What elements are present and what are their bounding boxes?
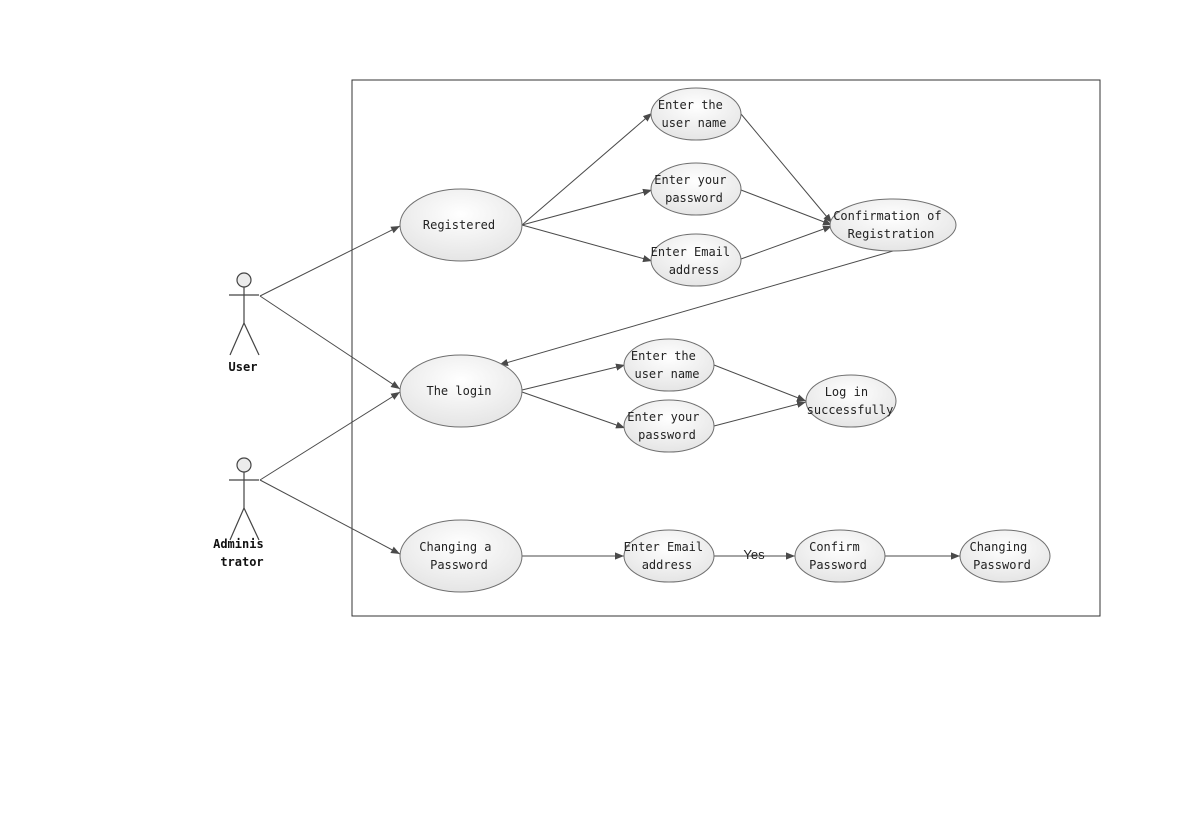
edge-login-username-to-success [713, 364, 807, 402]
edge-login-password-to-success [713, 400, 807, 427]
use-case-login-success-line-1: Log in [825, 385, 868, 399]
use-case-confirm-password-line-2: Password [809, 558, 867, 572]
use-case-login-enter-password-line-1: Enter your [627, 410, 699, 424]
use-case-confirmation-registration-line-2: Registration [848, 227, 935, 241]
use-case-confirm-password-shape [794, 529, 886, 583]
use-case-reg-enter-password[interactable]: Enter your password [650, 162, 742, 216]
use-case-confirmation-registration-shape [829, 198, 957, 252]
edge-registered-to-enter-username [521, 112, 653, 226]
edge-label-yes: Yes [743, 547, 765, 562]
use-case-confirmation-registration-label: Confirmation of Registration [833, 209, 949, 241]
actor-administrator-label-line-1: Adminis [213, 537, 264, 551]
use-case-reg-enter-username[interactable]: Enter the user name [650, 87, 742, 141]
use-case-reg-enter-email-line-2: address [669, 263, 720, 277]
actor-administrator-right-leg [243, 507, 260, 541]
use-case-reg-enter-email-label: Enter Email address [651, 245, 738, 277]
use-case-reg-enter-username-line-1: Enter the [658, 98, 723, 112]
use-case-login-enter-password-shape [623, 399, 715, 453]
use-case-login-enter-username[interactable]: Enter the user name [623, 338, 715, 392]
use-case-login-success-label: Log in successfully [807, 385, 894, 417]
use-case-reg-enter-username-line-2: user name [661, 116, 726, 130]
use-case-changing-password[interactable]: Changing a Password [399, 519, 523, 593]
use-case-changing-password-final-shape [959, 529, 1051, 583]
use-case-confirm-password-line-1: Confirm [809, 540, 860, 554]
use-case-login-enter-username-label: Enter the user name [631, 349, 703, 381]
use-case-reg-enter-username-label: Enter the user name [658, 98, 730, 130]
use-case-changing-password-final-line-2: Password [973, 558, 1031, 572]
use-case-login-enter-username-shape [623, 338, 715, 392]
use-case-reg-enter-password-label: Enter your password [654, 173, 733, 205]
use-case-cp-enter-email-shape [623, 529, 715, 583]
use-case-changing-password-line-2: Password [430, 558, 488, 572]
edge-admin-to-changing-password [259, 479, 401, 555]
use-case-registered-label: Registered [423, 218, 495, 232]
use-case-login-enter-password-label: Enter your password [627, 410, 706, 442]
use-case-cp-enter-email-label: Enter Email address [624, 540, 711, 572]
use-case-changing-password-line-1: Changing a [419, 540, 491, 554]
edge-user-to-login [259, 295, 401, 390]
edge-confirmation-to-login [498, 250, 894, 366]
actor-user-label-line: User [229, 360, 258, 374]
use-case-reg-enter-password-line-2: password [665, 191, 723, 205]
edge-registered-to-enter-password [521, 188, 653, 226]
actor-user[interactable]: User [229, 272, 260, 374]
use-case-registered-shape [399, 188, 523, 262]
use-case-cp-enter-email-line-2: address [642, 558, 693, 572]
use-case-login-enter-password[interactable]: Enter your password [623, 399, 715, 453]
use-case-cp-enter-email-line-1: Enter Email [624, 540, 703, 554]
use-case-login-enter-username-line-1: Enter the [631, 349, 696, 363]
use-case-reg-enter-password-line-1: Enter your [654, 173, 726, 187]
use-case-changing-password-final-label: Changing Password [969, 540, 1034, 572]
edges-layer [259, 112, 960, 560]
use-case-login-enter-password-line-2: password [638, 428, 696, 442]
use-case-login-label: The login [426, 384, 491, 398]
actor-user-head [236, 272, 252, 288]
use-case-registered-label-line: Registered [423, 218, 495, 232]
actor-user-left-leg [229, 322, 245, 356]
edge-login-to-enter-username [521, 363, 626, 391]
use-case-cp-enter-email[interactable]: Enter Email address [623, 529, 715, 583]
use-case-login-enter-username-line-2: user name [634, 367, 699, 381]
edge-user-to-registered [259, 225, 401, 297]
actor-administrator[interactable]: Adminis trator [213, 457, 271, 569]
edge-registered-to-enter-email [521, 224, 653, 263]
use-case-reg-enter-username-shape [650, 87, 742, 141]
use-case-login-label-line: The login [426, 384, 491, 398]
use-case-confirmation-registration-line-1: Confirmation of [833, 209, 941, 223]
edge-username-to-confirmation [740, 113, 833, 224]
use-case-confirm-password-label: Confirm Password [809, 540, 867, 572]
edge-email-to-confirmation [740, 225, 833, 260]
use-case-login-success[interactable]: Log in successfully [805, 374, 897, 428]
use-case-reg-enter-email-shape [650, 233, 742, 287]
edge-password-to-confirmation [740, 189, 833, 226]
use-case-changing-password-label: Changing a Password [419, 540, 498, 572]
use-case-confirm-password[interactable]: Confirm Password [794, 529, 886, 583]
use-case-login-success-line-2: successfully [807, 403, 894, 417]
use-case-login[interactable]: The login [399, 354, 523, 428]
actor-user-label: User [229, 360, 258, 374]
actor-user-right-leg [243, 322, 260, 356]
use-case-changing-password-final-line-1: Changing [969, 540, 1027, 554]
edge-admin-to-login [259, 391, 401, 481]
use-case-confirmation-registration[interactable]: Confirmation of Registration [829, 198, 957, 252]
actor-administrator-label-line-2: trator [220, 555, 263, 569]
actor-administrator-left-leg [229, 507, 245, 541]
use-case-registered[interactable]: Registered [399, 188, 523, 262]
actor-administrator-head [236, 457, 252, 473]
use-case-reg-enter-email[interactable]: Enter Email address [650, 233, 742, 287]
use-case-login-shape [399, 354, 523, 428]
use-case-reg-enter-password-shape [650, 162, 742, 216]
use-case-changing-password-final[interactable]: Changing Password [959, 529, 1051, 583]
use-case-reg-enter-email-line-1: Enter Email [651, 245, 730, 259]
actor-administrator-label: Adminis trator [213, 537, 271, 569]
use-case-login-success-shape [805, 374, 897, 428]
use-case-changing-password-shape [399, 519, 523, 593]
edge-login-to-enter-password [521, 391, 626, 429]
